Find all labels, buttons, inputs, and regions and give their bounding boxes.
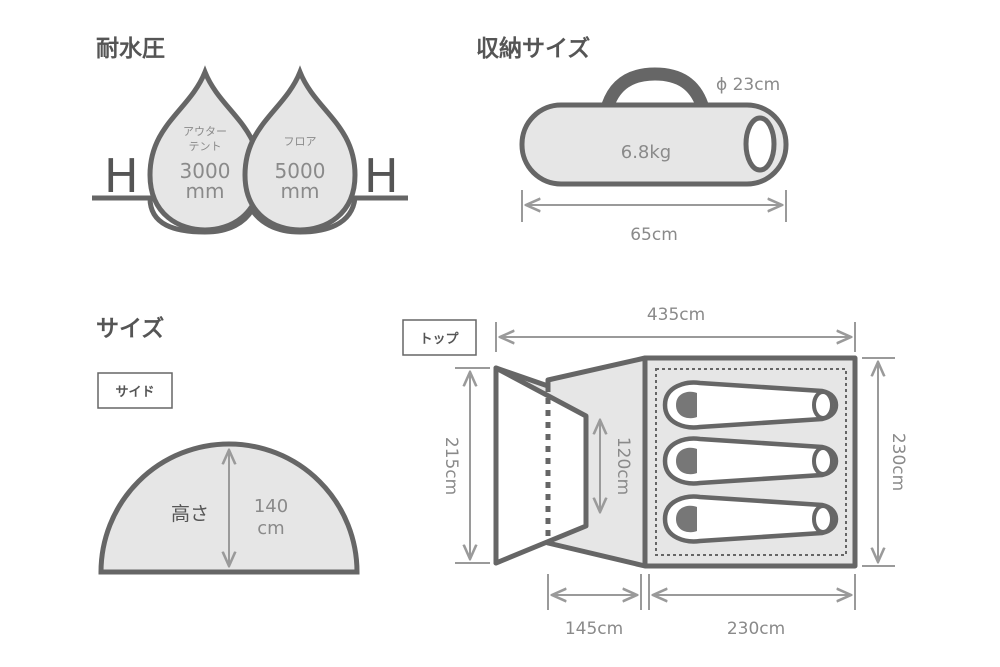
- top-tag: トップ: [419, 332, 459, 347]
- bag-diameter: ϕ 23cm: [716, 75, 780, 95]
- bottom-length-dimensions: [547, 574, 856, 610]
- ground-dip: [147, 197, 358, 235]
- sleeping-bag-3: [662, 494, 839, 544]
- bag-body: [519, 102, 789, 187]
- water-pressure-illustration: [92, 65, 408, 235]
- water-pressure-title: 耐水圧: [96, 36, 165, 62]
- bag-length-label: 65cm: [630, 225, 678, 245]
- side-tag: サイド: [115, 385, 154, 400]
- floor-label: フロア: [284, 135, 317, 148]
- total-length-label: 435cm: [647, 305, 705, 325]
- top-view-illustration: [493, 355, 858, 569]
- bag-length-dimension: [521, 190, 787, 222]
- sleeping-bag-2: [662, 436, 839, 486]
- outer-tent-unit: mm: [186, 179, 225, 203]
- inner-width-dimension: [862, 357, 895, 567]
- outer-tent-label-1: アウター: [183, 125, 227, 138]
- side-tag-box: [97, 372, 173, 409]
- inner-width-label: 230cm: [888, 433, 908, 491]
- height-unit: cm: [257, 518, 284, 539]
- size-title: サイズ: [96, 315, 164, 342]
- sleeping-bag-1: [662, 380, 839, 430]
- left-h-letter: H: [104, 149, 139, 203]
- inner-length-label: 230cm: [727, 619, 785, 639]
- top-tag-box: [402, 319, 477, 356]
- floor-unit: mm: [281, 179, 320, 203]
- height-value: 140: [254, 496, 288, 517]
- total-length-dimension: [495, 322, 856, 352]
- right-h-letter: H: [364, 149, 399, 203]
- front-width-dimension: [455, 367, 490, 564]
- bag-weight: 6.8kg: [621, 142, 671, 163]
- floor-drop: [242, 65, 358, 233]
- bag-end: [743, 115, 777, 173]
- inner-tent-outline: [655, 368, 847, 556]
- bag-handle: [601, 67, 709, 108]
- front-width-label: 215cm: [441, 437, 461, 495]
- door-width-label: 120cm: [613, 437, 633, 495]
- vestibule-length-label: 145cm: [565, 619, 623, 639]
- outer-tent-label-2: テント: [189, 140, 222, 153]
- floor-value: 5000: [275, 159, 326, 183]
- front-vestibule: [493, 365, 589, 566]
- storage-bag-illustration: [519, 67, 789, 187]
- outer-tent-value: 3000: [180, 159, 231, 183]
- storage-title: 収納サイズ: [476, 35, 590, 62]
- height-label: 高さ: [171, 503, 209, 525]
